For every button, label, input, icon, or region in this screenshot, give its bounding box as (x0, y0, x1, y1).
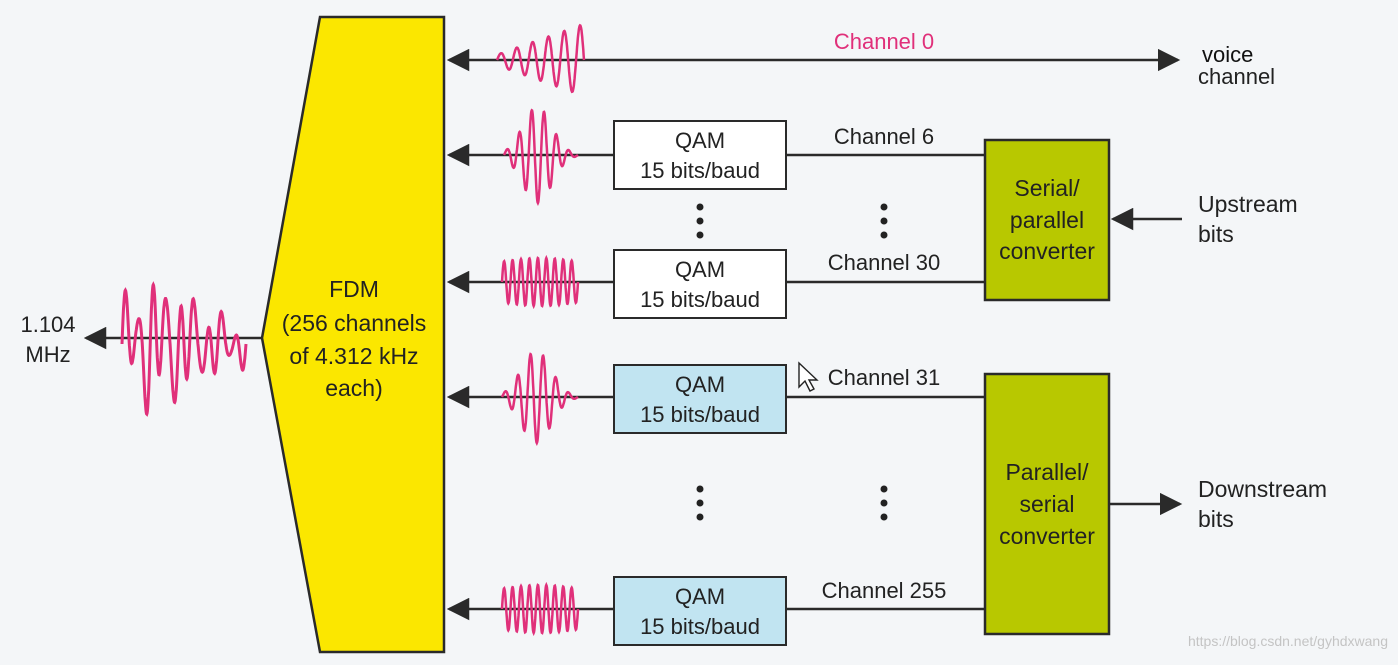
output-unit-label: MHz (25, 342, 70, 367)
qam-rate: 15 bits/baud (640, 614, 760, 639)
fdm-desc-line2: (256 channels (282, 310, 427, 336)
qam-box-channel-31 (613, 364, 787, 434)
qam-label: QAM (675, 584, 725, 609)
serial-parallel-converter (983, 138, 1111, 302)
qam-rate: 15 bits/baud (640, 287, 760, 312)
downstream-ellipsis (696, 485, 888, 521)
qam-label: QAM (675, 128, 725, 153)
qam-label: QAM (675, 372, 725, 397)
fdm-desc-line3: of 4.312 kHz (289, 343, 418, 369)
voice-channel-label-line1: voice (1202, 42, 1253, 67)
fdm-title: FDM (329, 276, 379, 302)
channel-6-label: Channel 6 (834, 124, 934, 149)
qam-box-channel-255 (613, 576, 787, 646)
qam-label: QAM (675, 257, 725, 282)
serial-parallel-line1: Serial/ (1014, 175, 1080, 201)
parallel-serial-converter (983, 372, 1111, 636)
composite-signal-wave (120, 281, 248, 417)
fdm-block (260, 15, 446, 654)
qam-rate: 15 bits/baud (640, 402, 760, 427)
upstream-ellipsis (696, 203, 888, 239)
qam-box-channel-6 (613, 120, 787, 190)
downstream-label-line1: Downstream (1198, 476, 1327, 502)
channel-255-label: Channel 255 (822, 578, 947, 603)
channel-30-label: Channel 30 (828, 250, 941, 275)
channel-255-wave (500, 581, 580, 637)
fdm-desc-line4: each) (325, 375, 383, 401)
downstream-label-line2: bits (1198, 506, 1234, 532)
channel-30-wave (500, 254, 580, 310)
mouse-cursor-icon (798, 361, 819, 392)
output-frequency-label: 1.104 (20, 312, 75, 337)
voice-channel-label-line2: channel (1198, 64, 1275, 89)
serial-parallel-line3: converter (999, 238, 1095, 264)
upstream-label-line2: bits (1198, 221, 1234, 247)
channel-0-wave (495, 23, 586, 94)
parallel-serial-line1: Parallel/ (1005, 459, 1089, 485)
channel-0-label: Channel 0 (834, 29, 934, 54)
qam-box-channel-30 (613, 249, 787, 319)
serial-parallel-line2: parallel (1010, 207, 1084, 233)
parallel-serial-line3: converter (999, 523, 1095, 549)
parallel-serial-line2: serial (1020, 491, 1075, 517)
channel-6-wave (502, 108, 579, 206)
channel-31-label: Channel 31 (828, 365, 941, 390)
upstream-label-line1: Upstream (1198, 191, 1298, 217)
channel-31-wave (500, 352, 579, 446)
watermark: https://blog.csdn.net/gyhdxwang (1188, 633, 1388, 649)
qam-rate: 15 bits/baud (640, 158, 760, 183)
